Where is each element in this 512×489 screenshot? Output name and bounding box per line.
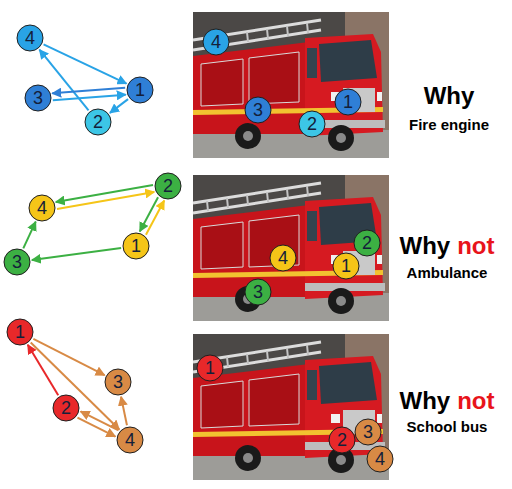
graph-node: 2 (52, 394, 80, 422)
edge-arrow (52, 88, 125, 94)
node-number: 1 (205, 359, 215, 377)
node-circle (25, 85, 51, 111)
photo-marker: 1 (334, 88, 362, 116)
node-circle (270, 245, 296, 271)
photo-marker: 2 (328, 426, 356, 454)
node-number: 3 (33, 89, 43, 107)
node-number: 2 (337, 431, 347, 449)
node-number: 4 (211, 33, 221, 51)
node-number: 1 (341, 257, 351, 275)
node-circle (354, 230, 380, 256)
why-word: Why (400, 388, 451, 414)
node-number: 2 (61, 399, 71, 417)
not-word: not (457, 233, 494, 259)
edge-arrow (53, 95, 126, 101)
photo-panel (193, 175, 389, 321)
node-number: 2 (163, 177, 173, 195)
node-circle (4, 249, 30, 275)
graph-node: 4 (16, 24, 44, 52)
edge-arrow (81, 411, 119, 430)
node-circle (117, 427, 143, 453)
graph-node: 3 (3, 248, 31, 276)
node-circle (127, 77, 153, 103)
photo-marker: 1 (332, 252, 360, 280)
node-circle (123, 233, 149, 259)
photo-panel (193, 12, 389, 158)
node-circle (245, 97, 271, 123)
node-circle (335, 89, 361, 115)
graph-node: 3 (104, 368, 132, 396)
why-word: Why (400, 233, 451, 259)
node-circle (329, 427, 355, 453)
node-number: 4 (375, 450, 385, 468)
node-number: 1 (135, 81, 145, 99)
edge-arrow (44, 44, 127, 83)
node-circle (203, 29, 229, 55)
node-number: 1 (343, 93, 353, 111)
node-circle (155, 173, 181, 199)
node-number: 3 (253, 101, 263, 119)
node-number: 4 (125, 431, 135, 449)
edge-arrow (121, 397, 127, 426)
why-word: Why (424, 83, 475, 109)
edge-arrow (146, 201, 164, 235)
node-circle (7, 319, 33, 345)
photo-marker: 4 (366, 445, 394, 473)
node-number: 3 (253, 283, 263, 301)
node-circle (105, 369, 131, 395)
graph-node: 2 (84, 108, 112, 136)
edge-arrow (56, 185, 153, 202)
node-circle (53, 395, 79, 421)
photo-marker: 3 (244, 278, 272, 306)
photo-marker: 3 (354, 418, 382, 446)
node-circle (197, 355, 223, 381)
graph-node: 2 (154, 172, 182, 200)
node-number: 4 (25, 29, 35, 47)
node-number: 3 (363, 423, 373, 441)
photo-marker: 2 (353, 229, 381, 257)
node-circle (355, 419, 381, 445)
graph-node: 1 (122, 232, 150, 260)
node-circle (85, 109, 111, 135)
node-number: 4 (37, 199, 47, 217)
node-number: 3 (12, 253, 22, 271)
photo-panel (193, 334, 389, 480)
node-number: 2 (93, 113, 103, 131)
node-circle (367, 446, 393, 472)
class-name: Ambulance (407, 265, 488, 282)
edge-arrow (32, 248, 121, 260)
node-number: 1 (15, 323, 25, 341)
graph-node: 4 (28, 194, 56, 222)
node-number: 2 (307, 115, 317, 133)
node-circle (17, 25, 43, 51)
class-name: Fire engine (409, 117, 489, 134)
graph-node: 1 (6, 318, 34, 346)
photo-marker: 4 (202, 28, 230, 56)
edge-arrow (23, 222, 35, 249)
graph-node: 1 (126, 76, 154, 104)
edge-arrow (57, 192, 154, 209)
not-word: not (457, 388, 494, 414)
node-circle (299, 111, 325, 137)
node-number: 2 (362, 234, 372, 252)
class-name: School bus (407, 419, 488, 436)
graph-node: 3 (24, 84, 52, 112)
edge-arrow (77, 418, 115, 437)
node-circle (333, 253, 359, 279)
photo-marker: 3 (244, 96, 272, 124)
graph-node: 4 (116, 426, 144, 454)
photo-marker: 2 (298, 110, 326, 138)
node-number: 3 (113, 373, 123, 391)
node-circle (245, 279, 271, 305)
photo-marker: 4 (269, 244, 297, 272)
node-number: 4 (278, 249, 288, 267)
photo-marker: 1 (196, 354, 224, 382)
edge-arrow (110, 99, 128, 113)
node-number: 1 (131, 237, 141, 255)
edge-arrow (28, 345, 58, 395)
edge-arrow (140, 197, 158, 231)
node-circle (29, 195, 55, 221)
